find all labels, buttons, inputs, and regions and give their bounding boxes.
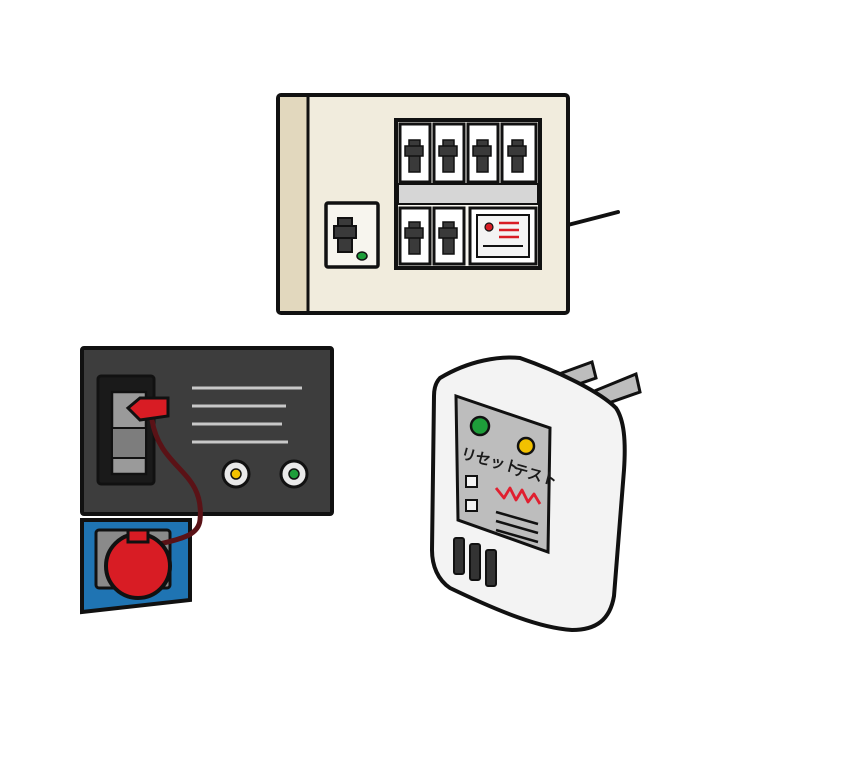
board-panel-side: [280, 97, 308, 311]
device-label-lines: [192, 386, 302, 444]
main-breaker: [324, 201, 380, 269]
plug-cord: [143, 417, 203, 551]
tester-checkbox-1: [465, 475, 478, 488]
breaker-row-top: [398, 122, 538, 184]
main-breaker-indicator: [356, 251, 368, 261]
tester-checkbox-2: [465, 499, 478, 512]
red-connector: [125, 396, 170, 422]
tester-vents: [453, 537, 497, 587]
tester-wave-icon: [494, 486, 542, 505]
leakage-indicator: [484, 222, 494, 232]
leakage-breaker: [468, 206, 538, 266]
leakage-device: [80, 346, 334, 615]
breaker-row-bottom: [398, 206, 538, 266]
distribution-board: [276, 93, 620, 315]
test-led: [516, 436, 536, 456]
red-plug: [104, 532, 172, 600]
reset-led: [469, 415, 491, 437]
plug-tester: リセット テスト: [429, 355, 642, 633]
